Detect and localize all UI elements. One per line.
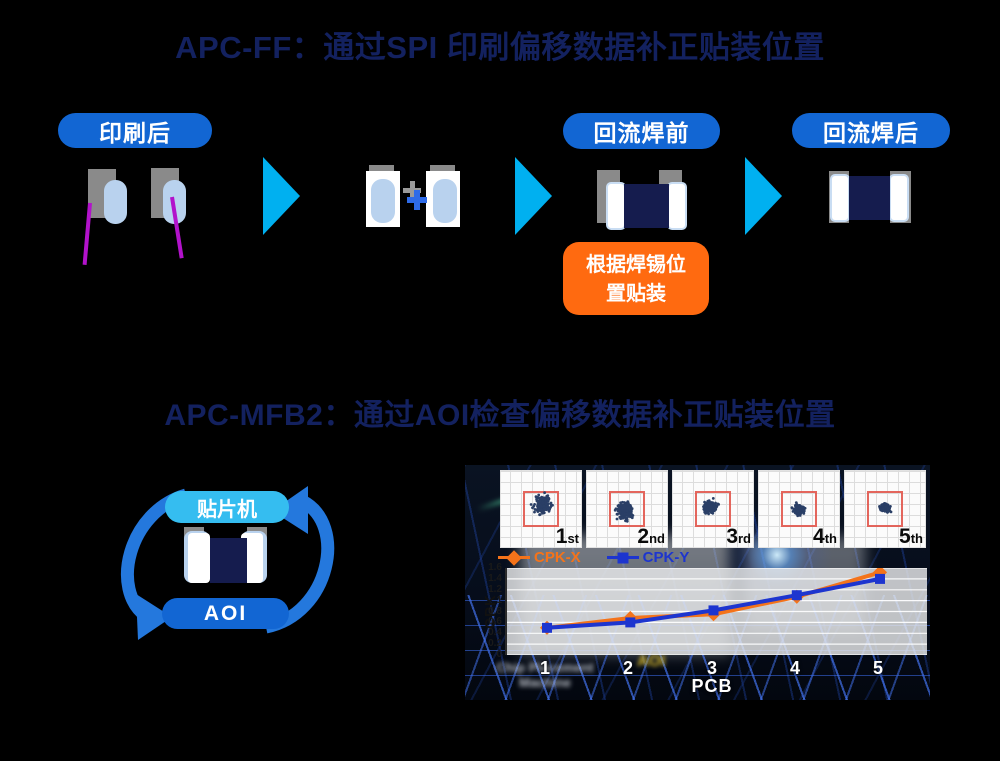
machine-caption-line2: Machine	[518, 675, 571, 690]
step-before-reflow-pill: 回流焊前	[563, 113, 720, 149]
legend-item-CPK-Y: CPK-Y	[606, 549, 690, 566]
scatter-panel-label: 1st	[556, 526, 579, 547]
x-tick-label: 1	[539, 658, 550, 678]
panel-number: 4	[813, 525, 825, 548]
scatter-points	[790, 501, 807, 518]
spi-solder-left	[371, 179, 395, 223]
chip-terminal-left	[830, 174, 850, 222]
y-tick-label: 0.2	[488, 638, 502, 649]
y-tick-label: 1	[496, 595, 502, 606]
x-tick-label: 5	[872, 658, 883, 678]
chip-terminal-right	[889, 174, 909, 222]
scatter-panel-2nd: 2nd	[586, 470, 668, 548]
panel-suffix: st	[567, 531, 579, 546]
x-tick-label: 3	[706, 658, 717, 678]
scatter-panel-label: 3rd	[726, 526, 751, 547]
tolerance-box	[523, 491, 559, 527]
machine-caption-blurred: Chip Placement Machine	[480, 660, 610, 690]
aoi-caption-blurred: AOI	[637, 653, 666, 670]
scatter-points	[613, 500, 635, 523]
scatter-panel-label: 2nd	[637, 526, 665, 547]
line-chart-plot-area: Autonomous : Improve CPK and Keep Qualit…	[505, 565, 927, 656]
y-tick-label: 1.2	[488, 584, 502, 595]
legend-item-CPK-X: CPK-X	[498, 549, 581, 566]
square-marker-icon	[617, 552, 629, 563]
x-tick-label: 4	[789, 658, 800, 678]
scatter-panel-label: 4th	[813, 526, 837, 547]
panel-number: 2	[637, 525, 650, 548]
y-tick-label: 0.8	[488, 606, 502, 617]
step-after-reflow-pill: 回流焊后	[792, 113, 950, 148]
step-before-reflow-label: 回流焊前	[593, 120, 690, 146]
cycle-aoi-pill: AOI	[162, 598, 289, 629]
cycle-mounter-label: 贴片机	[197, 498, 257, 521]
x-tick-label: 2	[622, 658, 633, 678]
section2-title: APC-MFB2：通过AOI检查偏移数据补正贴装位置	[164, 399, 836, 432]
machine-caption-line1: Chip Placement	[496, 660, 594, 675]
cycle-aoi-label: AOI	[203, 601, 248, 625]
panel-suffix: th	[910, 531, 923, 546]
panel-number: 1	[555, 525, 568, 548]
panel-number: 5	[899, 525, 911, 548]
placement-callout: 根据焊锡位 置贴装	[563, 242, 709, 315]
tolerance-box	[609, 491, 645, 527]
solder-paste-left	[104, 180, 127, 224]
chip-terminal-left	[188, 533, 210, 583]
legend-label: CPK-X	[534, 549, 581, 566]
chart-legend: CPK-X CPK-Y	[498, 549, 689, 566]
diamond-marker-icon	[506, 549, 522, 566]
legend-line	[606, 552, 639, 563]
callout-line1: 根据焊锡位	[586, 254, 686, 276]
chip-body	[849, 176, 890, 220]
scatter-points	[529, 491, 554, 517]
line-chart-svg	[507, 565, 927, 656]
legend-line	[498, 549, 530, 566]
panel-suffix: rd	[738, 531, 751, 546]
scatter-points	[878, 502, 893, 514]
solder-center-cross-icon	[414, 190, 420, 210]
panel-number: 3	[726, 525, 738, 548]
tolerance-box	[867, 491, 903, 527]
pad-center-cross-icon	[410, 181, 415, 200]
step-after-print-label: 印刷后	[99, 119, 171, 146]
panel-suffix: nd	[649, 531, 665, 546]
scatter-panel-4th: 4th	[758, 470, 840, 548]
step-after-reflow-label: 回流焊后	[823, 119, 919, 146]
flow-arrow-3-icon	[745, 157, 782, 235]
y-tick-label: 0.4	[488, 627, 502, 638]
callout-line2: 置贴装	[606, 283, 666, 305]
chip-body	[624, 184, 669, 228]
y-tick-label: 0	[496, 649, 502, 660]
scatter-panel-3rd: 3rd	[672, 470, 754, 548]
flow-arrow-1-icon	[263, 157, 300, 235]
scatter-panel-1st: 1st	[500, 470, 582, 548]
chip-body	[210, 538, 247, 583]
tolerance-box	[695, 491, 731, 527]
panel-suffix: th	[824, 531, 837, 546]
x-axis-title: PCB	[691, 676, 733, 696]
flow-arrow-2-icon	[515, 157, 552, 235]
step-after-print-pill: 印刷后	[58, 113, 212, 148]
y-tick-label: 0.6	[488, 616, 502, 627]
y-tick-label: 1.6	[488, 562, 502, 573]
section1-title: APC-FF：通过SPI 印刷偏移数据补正贴装位置	[175, 30, 825, 65]
legend-label: CPK-Y	[642, 549, 690, 566]
scatter-panel-label: 5th	[899, 526, 923, 547]
offset-line-left	[82, 202, 92, 265]
y-tick-label: 1.4	[488, 573, 502, 584]
scatter-panel-5th: 5th	[844, 470, 926, 548]
cycle-mounter-pill: 贴片机	[165, 491, 289, 523]
tolerance-box	[781, 491, 817, 527]
spi-solder-right	[433, 179, 457, 223]
scatter-points	[702, 497, 720, 516]
chip-terminal-left	[606, 182, 626, 230]
chip-terminal-right	[667, 182, 687, 230]
